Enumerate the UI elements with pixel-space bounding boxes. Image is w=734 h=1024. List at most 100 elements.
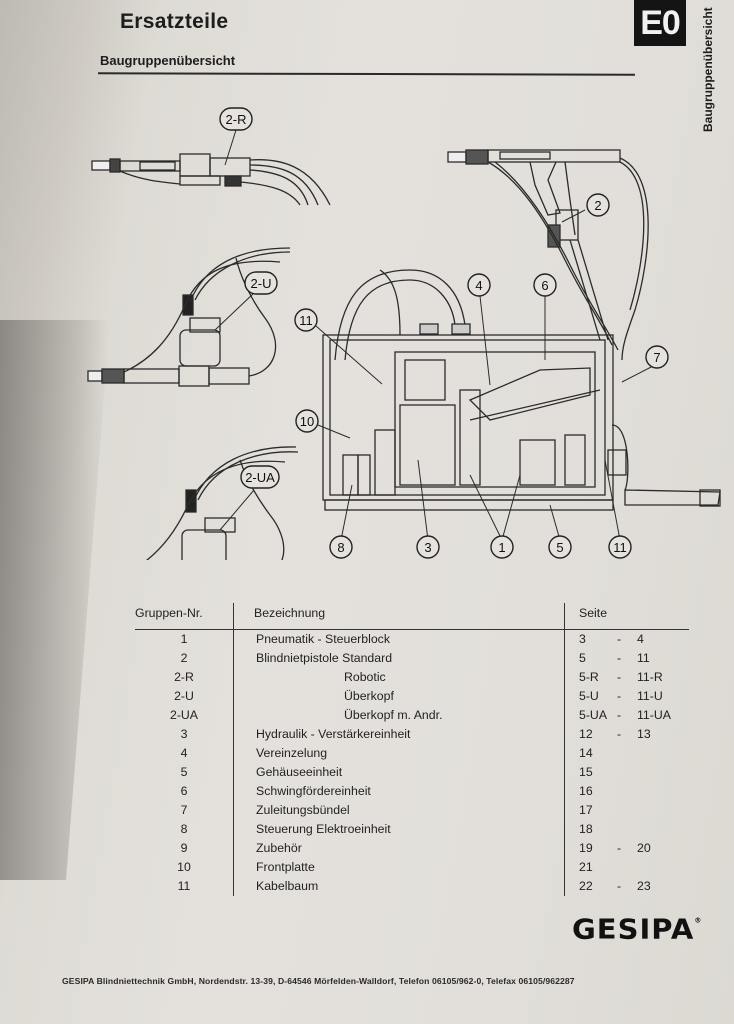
callout-5: 5	[548, 535, 572, 559]
cell-page: 12 - 13	[565, 725, 690, 744]
page-from: 19	[579, 841, 593, 855]
cell-group: 8	[180, 822, 188, 836]
parts-table: Gruppen-Nr. Bezeichnung Seite 1 Pneumatik…	[135, 603, 689, 896]
cell-name: Kabelbaum	[233, 877, 565, 896]
cell-name: Vereinzelung	[233, 744, 565, 763]
svg-text:2-UA: 2-UA	[245, 470, 275, 485]
cell-group: 2-R	[174, 670, 194, 684]
table-header-row: Gruppen-Nr. Bezeichnung Seite	[135, 603, 689, 630]
svg-text:4: 4	[475, 278, 482, 293]
callout-11-top: 11	[294, 308, 318, 332]
cell-name: Robotic	[233, 668, 565, 687]
callout-8: 8	[329, 535, 353, 559]
cell-page: 5-R - 11-R	[565, 668, 690, 687]
cell-page: 19-20	[565, 839, 690, 858]
cell-group: 11	[177, 879, 191, 893]
callout-2-ua: 2-UA	[240, 465, 280, 489]
callout-6: 6	[533, 273, 557, 297]
cell-group: 3	[180, 727, 188, 741]
cell-page: 5-UA-11-UA	[565, 706, 690, 725]
cell-page: 5-U-11-U	[565, 687, 690, 706]
svg-text:5: 5	[556, 540, 563, 555]
page-title: Ersatzteile	[120, 10, 229, 33]
assembly-diagram: 2-R 2-U 2-UA 2 4 6 11 7 10 8 3 1 5 11	[87, 107, 721, 560]
svg-text:2-R: 2-R	[226, 112, 247, 127]
callout-3: 3	[416, 535, 440, 559]
callout-7: 7	[645, 345, 669, 369]
svg-text:11: 11	[299, 313, 313, 328]
cell-name: Überkopf	[233, 687, 565, 706]
main-unit-drawing	[322, 269, 721, 511]
page-from: 18	[579, 822, 593, 836]
cell-name: Pneumatik - Steuerblock	[233, 629, 565, 649]
robotic-gun-drawing	[91, 153, 331, 206]
callout-1: 1	[490, 535, 514, 559]
page-sep: -	[617, 651, 622, 665]
section-badge: E0	[634, 0, 686, 46]
page-from: 5-R	[579, 670, 599, 684]
cell-page: 3-4	[565, 630, 690, 650]
cell-name: Hydraulik - Verstärkereinheit	[233, 725, 565, 744]
page-from: 3	[579, 632, 586, 646]
header-group-number: Gruppen-Nr.	[135, 603, 234, 630]
page-sep: -	[617, 727, 622, 741]
page-sep: -	[617, 708, 622, 722]
cell-group: 10	[177, 860, 191, 874]
cell-page: 14	[565, 744, 690, 763]
svg-text:1: 1	[498, 540, 505, 555]
page-to: 13	[637, 727, 651, 741]
cell-group: 2-U	[174, 689, 194, 703]
cell-group: 6	[180, 784, 188, 798]
page-to: 4	[637, 632, 644, 646]
standard-gun-drawing	[447, 149, 649, 361]
leader-lines	[214, 129, 656, 541]
svg-text:6: 6	[541, 278, 548, 293]
cell-page: 5-11	[565, 649, 690, 668]
page-from: 21	[579, 860, 593, 874]
table-row: 2-UA Überkopf m. Andr.5-UA-11-UA	[135, 706, 689, 725]
table-row: 3 Hydraulik - Verstärkereinheit 12 - 13	[135, 725, 689, 744]
page-subtitle: Baugruppenübersicht	[100, 53, 236, 68]
page-from: 12	[579, 727, 593, 741]
cell-page: 16	[565, 782, 690, 801]
cell-group: 2	[180, 651, 188, 665]
svg-text:2-U: 2-U	[251, 276, 272, 291]
page-sep: -	[617, 670, 622, 684]
page-to: 23	[637, 879, 651, 893]
page-from: 5-U	[579, 689, 599, 703]
cell-group: 4	[180, 746, 188, 760]
table-row: 8 Steuerung Elektroeinheit 18	[135, 820, 689, 839]
cell-page: 15	[565, 763, 690, 782]
cell-group: 5	[180, 765, 188, 779]
cell-name: Blindnietpistole Standard	[233, 649, 565, 668]
svg-text:10: 10	[300, 414, 314, 429]
cell-group: 1	[180, 632, 188, 646]
cell-group: 7	[180, 803, 188, 817]
cell-name: Steuerung Elektroeinheit	[233, 820, 565, 839]
cell-name: Überkopf m. Andr.	[233, 706, 565, 725]
cell-name: Gehäuseeinheit	[233, 763, 565, 782]
svg-text:3: 3	[424, 540, 431, 555]
cell-group: 2-UA	[169, 708, 199, 722]
page-from: 22	[579, 879, 593, 893]
overhead-gun-andr-drawing	[145, 446, 299, 560]
page-from: 17	[579, 803, 593, 817]
table-row: 2-R Robotic 5-R - 11-R	[135, 668, 689, 687]
header-page: Seite	[564, 603, 689, 630]
cell-name: Zubehör	[233, 839, 565, 858]
callout-10: 10	[295, 409, 319, 433]
page-from: 5-UA	[579, 708, 608, 722]
svg-text:11: 11	[613, 540, 627, 555]
page-to: 20	[637, 841, 651, 855]
page-to: 11-R	[637, 670, 663, 684]
svg-text:8: 8	[337, 540, 344, 555]
